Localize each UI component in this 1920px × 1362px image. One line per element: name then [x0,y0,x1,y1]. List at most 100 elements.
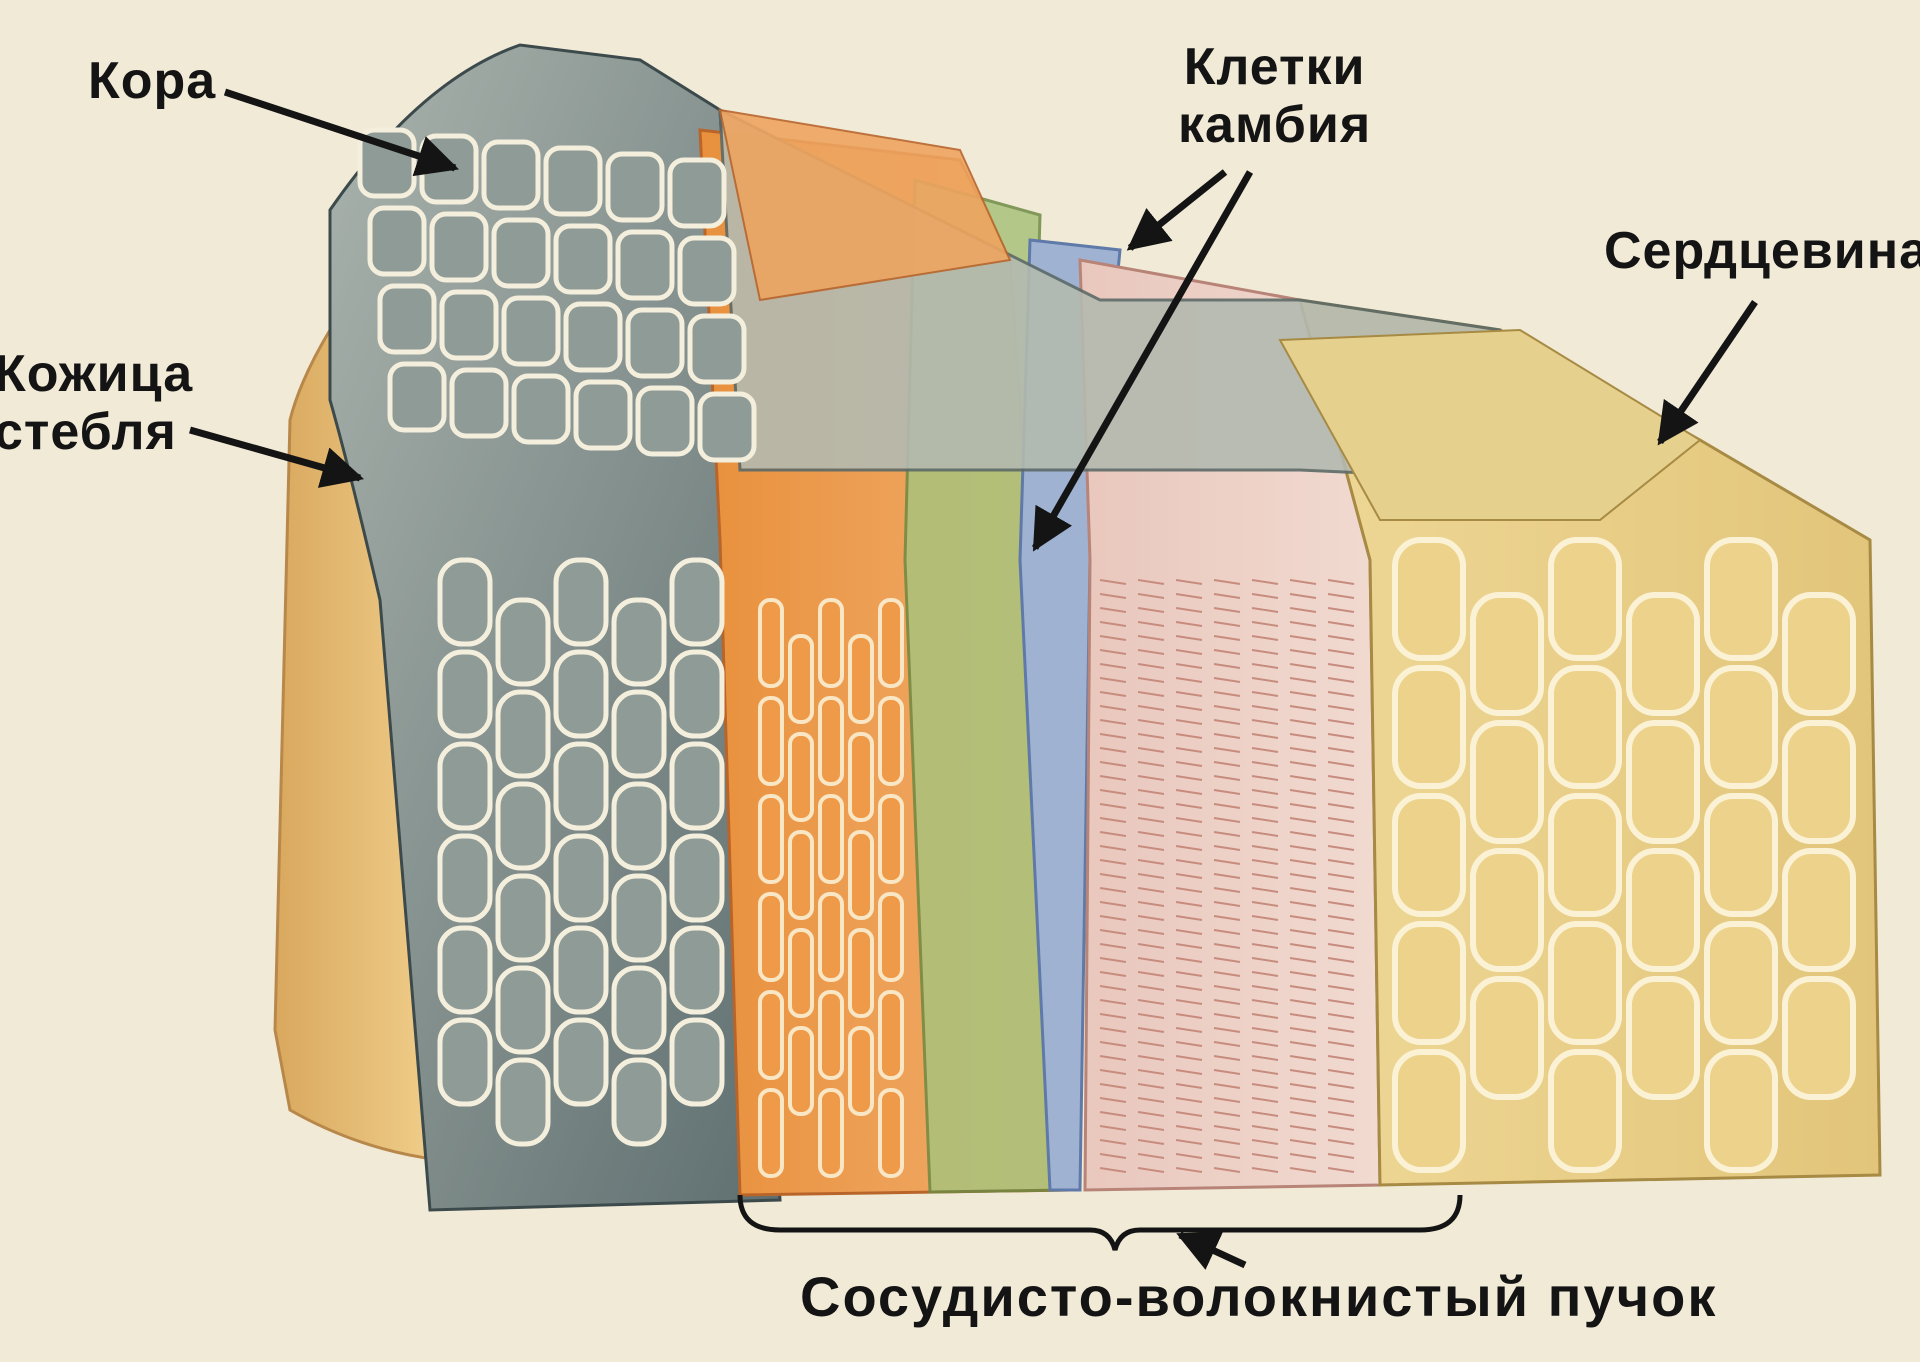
phloem-cell [760,698,782,784]
bark-cell [498,968,548,1052]
bark-cell [440,652,490,736]
pith-cell [1785,595,1853,713]
cambium-label-line1: Клетки [1178,38,1371,96]
pith-cell [1629,723,1697,841]
pith-cell [1473,595,1541,713]
phloem-cell [760,796,782,882]
phloem-cell [790,832,812,918]
pith-cell [1629,851,1697,969]
pith-cell [1785,851,1853,969]
bark-label-text: Кора [88,52,216,110]
bark-cell [700,394,754,460]
pith-cell [1395,796,1463,914]
cambium-label: Клетки камбия [1178,38,1371,154]
bark-cell [614,968,664,1052]
pith-cell [1707,924,1775,1042]
phloem-cell [790,636,812,722]
bundle-brace [740,1195,1460,1250]
bark-cell [440,744,490,828]
phloem-cell [820,894,842,980]
phloem-cell [880,698,902,784]
pith-cell [1551,796,1619,914]
bark-cell [484,142,538,208]
pith-cell [1551,924,1619,1042]
pith-cell [1629,979,1697,1097]
pith-cell [1707,668,1775,786]
phloem-cell [820,698,842,784]
pith-cell [1473,723,1541,841]
bark-cell [614,784,664,868]
pith-cell [1395,540,1463,658]
bark-cell [614,876,664,960]
bark-cell [442,292,496,358]
phloem-cell [820,600,842,686]
pith-cell [1707,540,1775,658]
phloem-cell [790,1028,812,1114]
pith-cell [1473,979,1541,1097]
bark-cell [370,208,424,274]
cambium-label-line2: камбия [1178,96,1371,154]
bark-cell [638,388,692,454]
bark-cell [614,600,664,684]
bark-cell [556,836,606,920]
pith-arrow [1660,302,1755,442]
bark-cell [440,928,490,1012]
bark-cell [390,364,444,430]
pith-cell [1707,1052,1775,1170]
bark-cell [576,382,630,448]
phloem-cell [790,930,812,1016]
bark-cell [498,1060,548,1144]
pith-cell [1629,595,1697,713]
bark-cell [504,298,558,364]
bark-cell [614,692,664,776]
phloem-cell [790,734,812,820]
phloem-cell [850,1028,872,1114]
bark-cell [566,304,620,370]
bark-cell [672,560,722,644]
bark-cell [628,310,682,376]
phloem-cell [880,796,902,882]
phloem-cell [850,734,872,820]
bark-cell [452,370,506,436]
bundle-label-text: Сосудисто-волокнистый пучок [800,1268,1717,1326]
bark-cell [556,560,606,644]
bark-cell [498,600,548,684]
bark-cell [672,836,722,920]
phloem-cell [760,600,782,686]
bark-cell [498,784,548,868]
bark-cell [672,1020,722,1104]
pith-label-text: Сердцевина [1604,222,1920,280]
bark-cell [498,692,548,776]
phloem-cell [760,992,782,1078]
bark-cell [556,652,606,736]
bark-cell [556,744,606,828]
pith-cell [1551,1052,1619,1170]
bark-cell [670,160,724,226]
pith-cell [1551,668,1619,786]
bark-cell [440,836,490,920]
phloem-cell [880,600,902,686]
phloem-cell [880,1090,902,1176]
bark-cell [556,226,610,292]
phloem-cell [880,992,902,1078]
bark-cell [672,744,722,828]
phloem-cell [760,894,782,980]
bark-cell [440,1020,490,1104]
pith-cell [1395,1052,1463,1170]
phloem-cell [820,992,842,1078]
epidermis-label: Кожица стебля [0,345,193,461]
phloem-cell [880,894,902,980]
bark-cell [608,154,662,220]
pith-cell [1785,723,1853,841]
bark-cell [618,232,672,298]
bark-cell [514,376,568,442]
bark-cell [690,316,744,382]
epidermis-label-line1: Кожица [0,345,193,403]
bark-cell [494,220,548,286]
bark-cell [498,876,548,960]
pith-cell [1707,796,1775,914]
pith-label: Сердцевина [1604,222,1920,280]
bark-cell [556,928,606,1012]
phloem-cell [850,832,872,918]
